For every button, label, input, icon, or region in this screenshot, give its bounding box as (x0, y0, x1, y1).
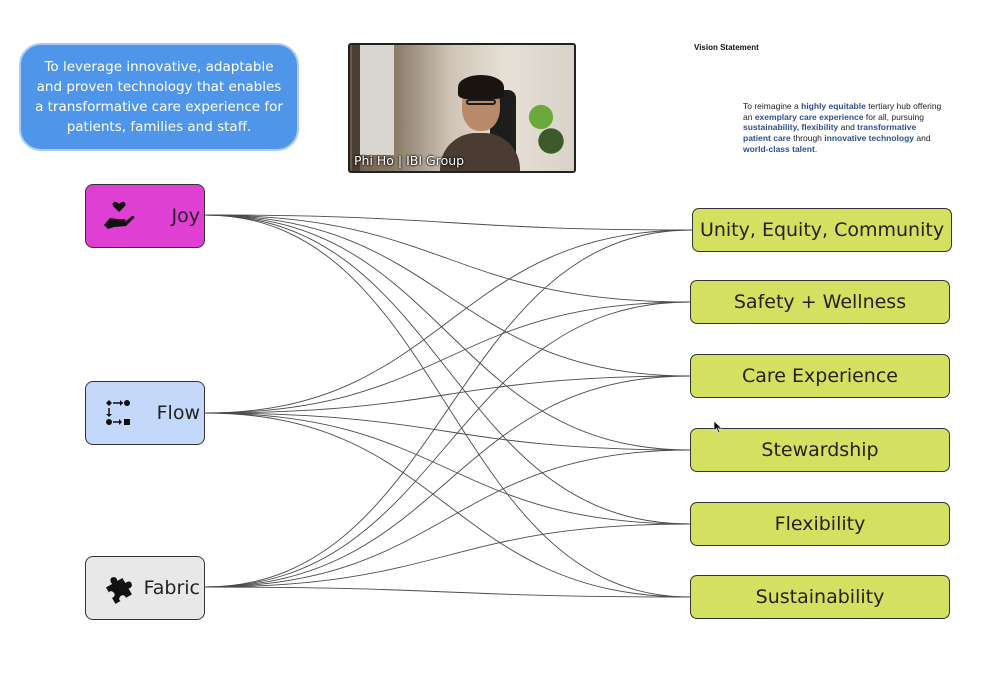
vision-highlight: exemplary care experience (754, 111, 864, 122)
link-flow-to-value-4 (204, 412, 691, 525)
vision-text-part: tertiary hub offering an (743, 101, 942, 122)
pillar-label: Joy (171, 205, 200, 227)
pillar-fabric[interactable]: Fabric (85, 556, 205, 620)
link-fabric-to-value-2 (204, 375, 691, 588)
value-label: Stewardship (761, 439, 879, 461)
link-joy-to-value-2 (204, 214, 691, 377)
value-label: Care Experience (742, 365, 898, 387)
value-care-experience[interactable]: Care Experience (690, 354, 950, 398)
vision-text-part: and (838, 122, 858, 133)
heart-in-hand-icon (104, 201, 135, 229)
pillar-label: Fabric (143, 577, 200, 599)
vision-highlight: world-class talent (743, 143, 815, 154)
value-unity-equity-community[interactable]: Unity, Equity, Community (692, 208, 952, 252)
vision-highlight: innovative technology (824, 133, 915, 144)
puzzle-piece-icon (105, 577, 132, 604)
pillar-label: Flow (156, 402, 200, 424)
vision-text-part: through (790, 133, 825, 144)
vision-title: Vision Statement (694, 43, 759, 52)
link-flow-to-value-2 (204, 375, 691, 414)
vision-text-part: and (914, 133, 931, 144)
link-fabric-to-value-5 (204, 586, 691, 598)
mission-statement-text: To leverage innovative, adaptable and pr… (35, 59, 283, 135)
mission-statement-box[interactable]: To leverage innovative, adaptable and pr… (19, 43, 299, 151)
value-flexibility[interactable]: Flexibility (690, 502, 950, 546)
link-joy-to-value-4 (204, 214, 691, 525)
link-flow-to-value-3 (204, 412, 691, 451)
pillar-flow[interactable]: Flow (85, 381, 205, 445)
video-feed[interactable]: Phi Ho | IBI Group (348, 43, 576, 173)
link-flow-to-value-1 (204, 301, 691, 414)
vision-text-part: . (814, 143, 818, 154)
value-label: Flexibility (774, 513, 866, 535)
mouse-cursor-icon (713, 420, 723, 434)
link-fabric-to-value-3 (204, 449, 691, 588)
vision-text-part: To reimagine a (743, 101, 802, 111)
participant-name: Phi Ho | IBI Group (354, 153, 465, 168)
link-fabric-to-value-0 (204, 229, 693, 588)
link-joy-to-value-1 (204, 214, 691, 303)
vision-highlight: highly equitable (801, 101, 866, 111)
vision-statement-text: To reimagine a highly equitable tertiary… (743, 101, 943, 155)
value-label: Sustainability (755, 586, 885, 608)
link-fabric-to-value-4 (204, 523, 691, 588)
value-safety-wellness[interactable]: Safety + Wellness (690, 280, 950, 324)
value-sustainability[interactable]: Sustainability (690, 575, 950, 619)
value-label: Unity, Equity, Community (699, 219, 945, 241)
pillar-joy[interactable]: Joy (85, 184, 205, 248)
value-stewardship[interactable]: Stewardship (690, 428, 950, 472)
link-fabric-to-value-1 (204, 301, 691, 588)
link-joy-to-value-3 (204, 214, 691, 451)
vision-highlight: transformative patient care (743, 122, 917, 144)
link-joy-to-value-5 (204, 214, 691, 598)
link-flow-to-value-0 (204, 229, 693, 414)
link-flow-to-value-5 (204, 412, 691, 598)
vision-highlight: sustainability, flexibility (743, 122, 839, 133)
vision-text-part: for all, pursuing (863, 111, 924, 122)
link-joy-to-value-0 (204, 214, 693, 231)
value-label: Safety + Wellness (733, 291, 907, 313)
process-flow-icon (106, 400, 130, 425)
